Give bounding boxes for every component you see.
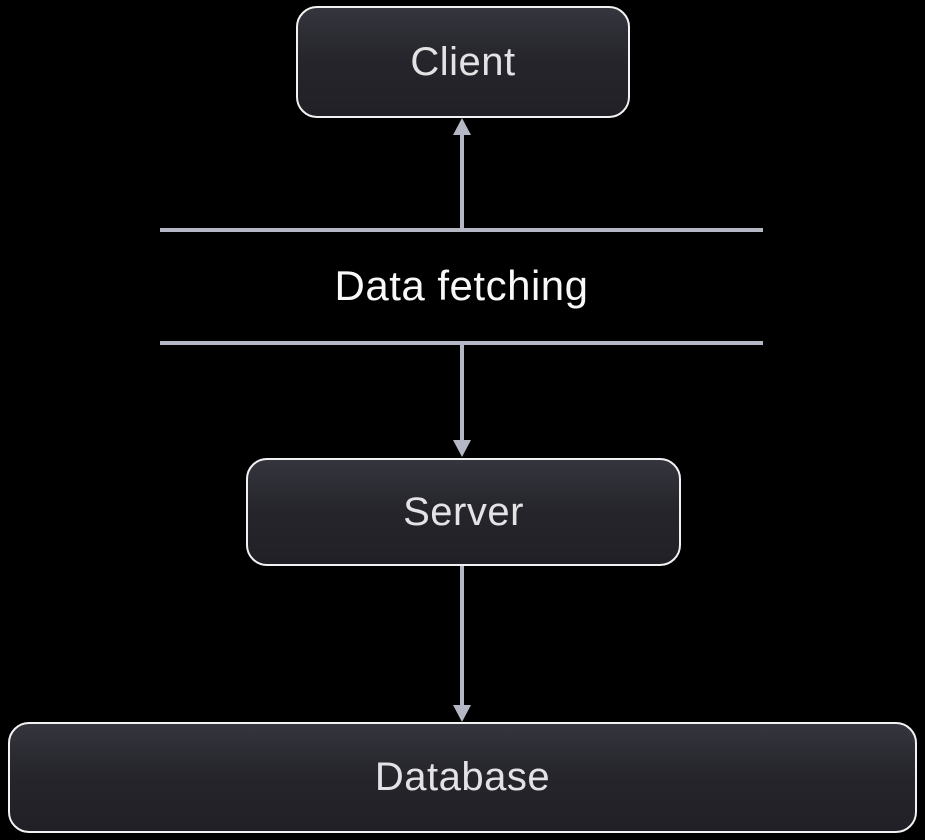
connector-client-segment [460, 132, 464, 230]
server-node-label: Server [403, 489, 524, 534]
edge-label-divider-top [160, 228, 763, 232]
arrowhead-down-icon [453, 440, 471, 457]
connector-server-segment [460, 343, 464, 442]
database-node: Database [8, 722, 917, 833]
server-node: Server [246, 458, 681, 566]
database-node-label: Database [374, 755, 551, 799]
client-node-label: Client [410, 39, 516, 84]
arrowhead-up-icon [453, 118, 471, 135]
edge-label: Data fetching [334, 262, 589, 309]
connector-database-segment [460, 566, 464, 707]
client-node: Client [296, 6, 630, 118]
arrowhead-down-icon [453, 705, 471, 722]
